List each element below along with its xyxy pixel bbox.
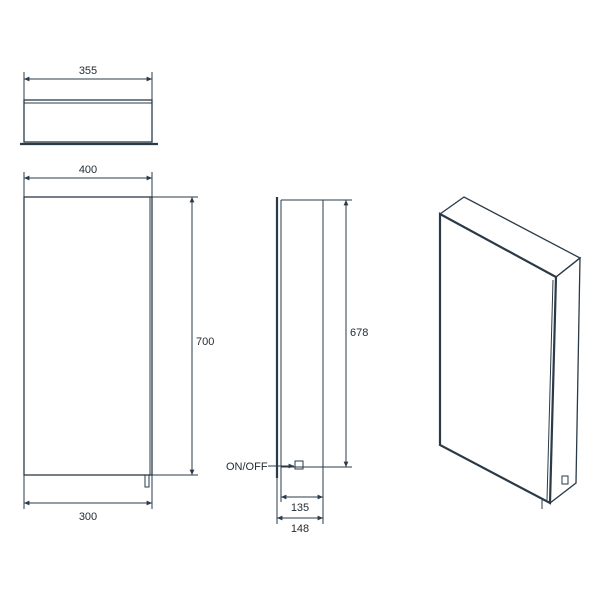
side-view-depth-inner-label: 135 [291,502,309,514]
perspective-top-face [438,196,582,278]
top-view: 355 [20,65,158,146]
side-view-switch-label: ON/OFF [226,461,268,473]
front-view: 400 700 300 [23,164,214,523]
side-view-height-label: 678 [350,327,368,339]
perspective-door [438,212,558,505]
side-view-switch [294,460,304,470]
front-view-width-bottom-label: 300 [79,511,97,523]
top-view-width-label: 355 [79,65,97,77]
perspective-switch [561,475,569,485]
front-view-door [23,196,153,476]
front-view-width-top-label: 400 [79,164,97,176]
side-view-depth-outer-label: 148 [291,523,309,535]
perspective-view [438,196,582,509]
top-view-body [23,99,153,143]
front-view-height-label: 700 [196,336,214,348]
front-view-switch [144,474,150,488]
perspective-door-inner-edge [546,279,554,501]
side-view: ON/OFF 678 135 148 [226,197,368,535]
